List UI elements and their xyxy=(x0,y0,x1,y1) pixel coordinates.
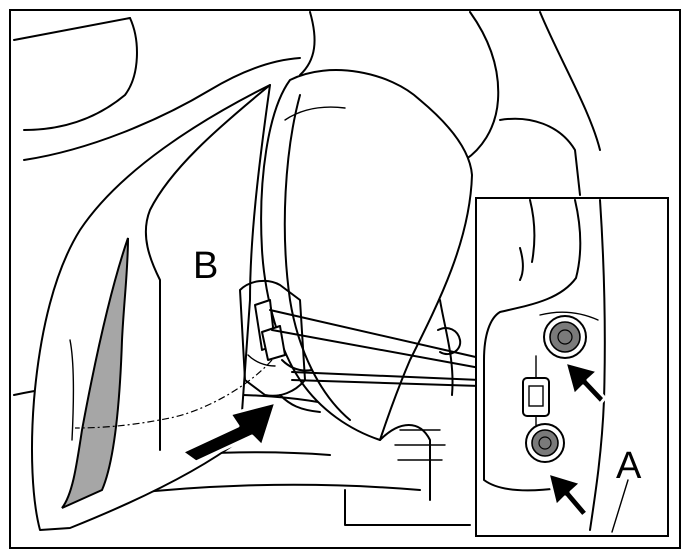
door-trim-panel xyxy=(31,84,271,531)
lower-fastener xyxy=(525,423,565,463)
detail-inset: A xyxy=(475,197,669,537)
callout-a-label: A xyxy=(616,445,642,487)
callout-b-label: B xyxy=(193,245,218,287)
detail-leader-lines xyxy=(269,309,481,387)
wiring-harness-path xyxy=(74,359,273,429)
shaded-trim-strip xyxy=(61,237,129,509)
connector-clip xyxy=(522,355,550,431)
upper-fastener xyxy=(543,315,587,359)
pull-direction-arrow xyxy=(180,400,278,464)
upper-fastener-arrow xyxy=(563,360,607,406)
lower-fastener-arrow xyxy=(546,471,590,519)
